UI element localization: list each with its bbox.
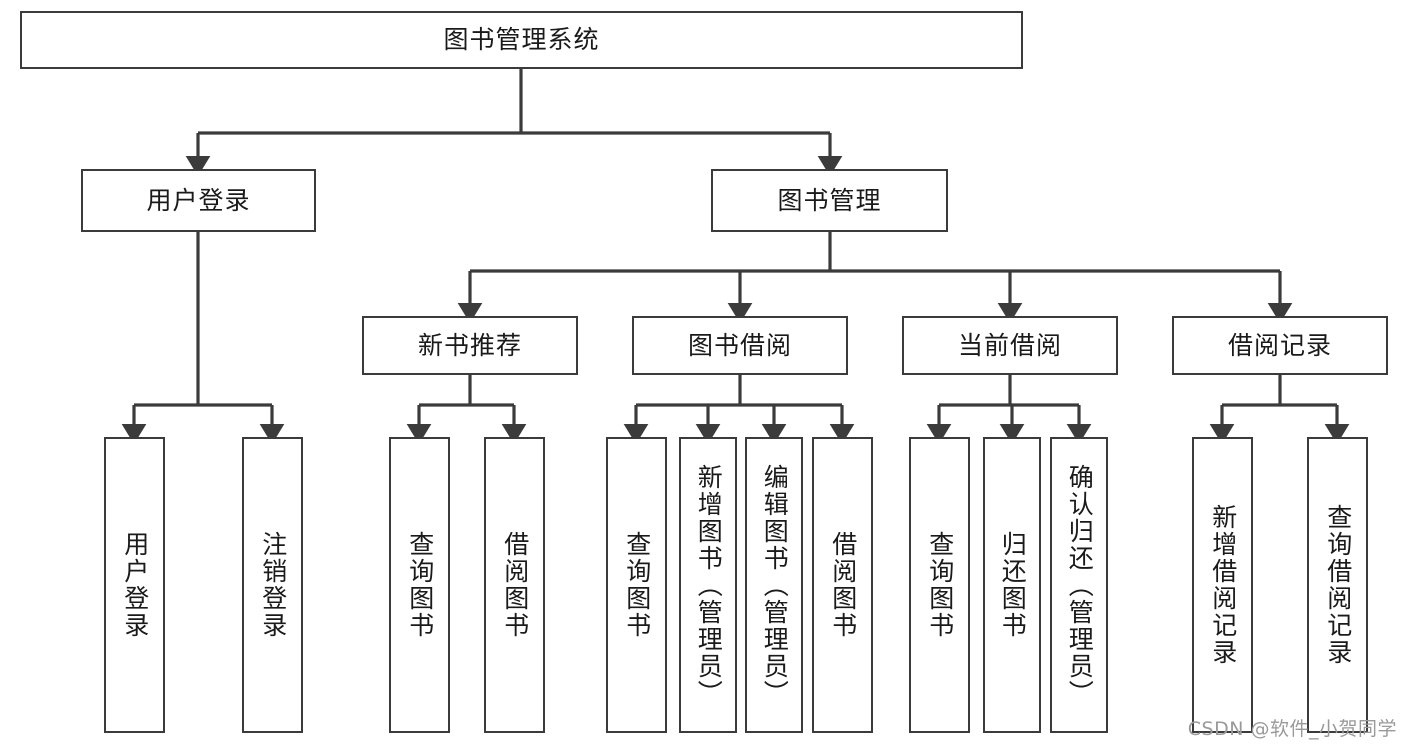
node-root[interactable]: 图书管理系统 — [20, 11, 1023, 69]
node-leaf-edit-book[interactable]: 编辑图书（管理员） — [745, 437, 803, 733]
node-leaf-confirm-return-label: 确认归还（管理员） — [1065, 463, 1095, 707]
node-leaf-query-book-1[interactable]: 查询图书 — [389, 437, 450, 733]
node-leaf-return-book-label: 归还图书 — [998, 531, 1028, 639]
node-user-login-label: 用户登录 — [146, 185, 251, 215]
node-leaf-add-book[interactable]: 新增图书（管理员） — [679, 437, 737, 733]
node-leaf-query-book-3-label: 查询图书 — [925, 531, 955, 639]
node-leaf-add-record-label: 新增借阅记录 — [1208, 504, 1238, 666]
node-leaf-query-book-1-label: 查询图书 — [405, 531, 435, 639]
node-leaf-borrow-book-1-label: 借阅图书 — [500, 531, 530, 639]
node-leaf-edit-book-label: 编辑图书（管理员） — [760, 463, 790, 707]
node-leaf-query-record[interactable]: 查询借阅记录 — [1307, 437, 1368, 733]
node-leaf-borrow-book-2[interactable]: 借阅图书 — [812, 437, 873, 733]
node-leaf-query-book-2[interactable]: 查询图书 — [606, 437, 667, 733]
node-leaf-add-book-label: 新增图书（管理员） — [694, 463, 724, 707]
node-borrow-record-label: 借阅记录 — [1227, 330, 1332, 360]
node-leaf-user-login[interactable]: 用户登录 — [104, 437, 165, 733]
node-root-label: 图书管理系统 — [443, 25, 600, 54]
node-leaf-query-book-3[interactable]: 查询图书 — [909, 437, 970, 733]
node-leaf-borrow-book-2-label: 借阅图书 — [828, 531, 858, 639]
node-leaf-confirm-return[interactable]: 确认归还（管理员） — [1050, 437, 1108, 733]
node-current-borrow[interactable]: 当前借阅 — [902, 316, 1118, 375]
node-leaf-borrow-book-1[interactable]: 借阅图书 — [484, 437, 545, 733]
node-leaf-logout[interactable]: 注销登录 — [242, 437, 303, 733]
node-leaf-add-record[interactable]: 新增借阅记录 — [1192, 437, 1253, 733]
node-current-borrow-label: 当前借阅 — [957, 330, 1062, 360]
node-leaf-query-book-2-label: 查询图书 — [622, 531, 652, 639]
node-book-borrow-label: 图书借阅 — [687, 330, 792, 360]
csdn-watermark: CSDN @软件_小贺同学 — [1187, 718, 1397, 740]
node-book-manage[interactable]: 图书管理 — [711, 169, 948, 232]
node-leaf-logout-label: 注销登录 — [258, 531, 288, 639]
node-new-book-rec[interactable]: 新书推荐 — [362, 316, 578, 375]
node-new-book-rec-label: 新书推荐 — [417, 330, 522, 360]
node-book-manage-label: 图书管理 — [777, 185, 882, 215]
node-book-borrow[interactable]: 图书借阅 — [632, 316, 848, 375]
node-borrow-record[interactable]: 借阅记录 — [1172, 316, 1388, 375]
node-leaf-return-book[interactable]: 归还图书 — [983, 437, 1041, 733]
node-user-login[interactable]: 用户登录 — [81, 169, 316, 232]
node-leaf-query-record-label: 查询借阅记录 — [1323, 504, 1353, 666]
node-leaf-user-login-label: 用户登录 — [120, 531, 150, 639]
